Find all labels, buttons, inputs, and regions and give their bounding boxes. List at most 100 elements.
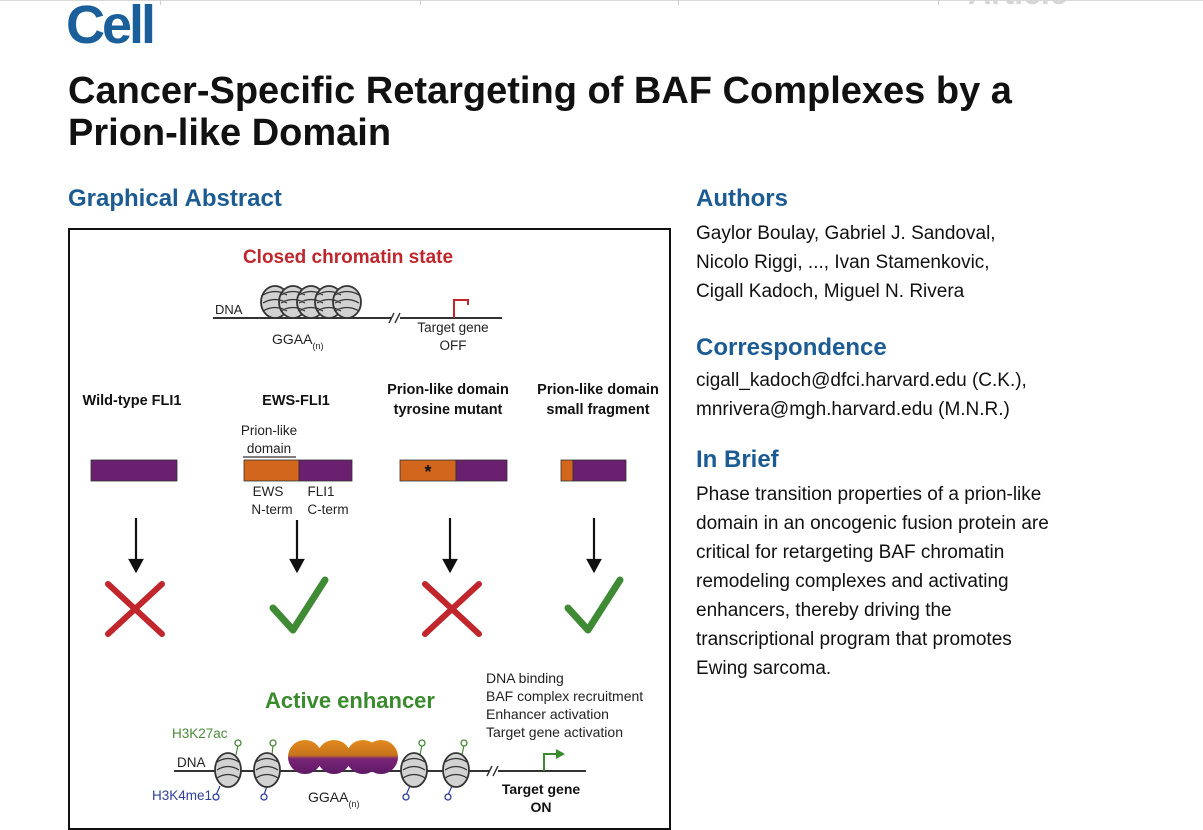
target-gene-off-label: Target gene (417, 320, 488, 335)
crop-mark (678, 0, 679, 5)
arrowhead (442, 558, 458, 574)
dna-label-bottom: DNA (177, 755, 206, 770)
ggaa-label-top: GGAA(n) (272, 331, 323, 351)
h3k27ac-mark (460, 739, 468, 747)
in-brief-line: transcriptional program that promotes (696, 629, 1012, 650)
title-line-2: Prion-like Domain (68, 112, 392, 154)
closed-chromatin-title: Closed chromatin state (243, 247, 453, 268)
column-label-tyrosine-mutant: Prion-like domain (387, 382, 509, 398)
h3k4me1-mark (212, 793, 220, 801)
target-gene-on-arrow (543, 753, 558, 771)
dna-break-mark (492, 765, 499, 777)
mutant-fli1-bar (455, 459, 508, 482)
email-kadoch[interactable]: cigall_kadoch@dfci.harvard.edu (C.K.), (696, 370, 1027, 391)
arrowhead (289, 558, 305, 574)
ews-fli1-sphere (364, 740, 398, 774)
target-gene-on-arrowhead (556, 749, 565, 759)
small-fragment-fli1-bar (572, 459, 627, 482)
crop-mark (160, 0, 161, 5)
h3k4me1-label: H3K4me1 (152, 788, 212, 803)
column-label-tyrosine-mutant-line2: tyrosine mutant (394, 402, 503, 418)
effect-dna-binding: DNA binding (486, 670, 564, 686)
in-brief-line: domain in an oncogenic fusion protein ar… (696, 513, 1049, 534)
result-check-ews-fli1 (269, 576, 329, 634)
h3k4me1-mark (444, 793, 452, 801)
h3k27ac-mark (418, 739, 426, 747)
top-rule (0, 0, 1203, 1)
arrowhead (586, 558, 602, 574)
effect-enhancer-activation: Enhancer activation (486, 706, 609, 722)
ggaa-label-bottom: GGAA(n) (308, 789, 359, 809)
dna-break-mark (394, 312, 401, 324)
column-label-ews-fli1: EWS-FLI1 (262, 393, 330, 409)
nucleosome (442, 752, 470, 788)
authors-list: Gaylor Boulay, Gabriel J. Sandoval, Nico… (696, 219, 996, 306)
effect-target-gene-activation: Target gene activation (486, 724, 623, 740)
correspondence-heading: Correspondence (696, 334, 887, 361)
ews-ntermbar (243, 459, 300, 482)
target-gene-off-arrow (453, 299, 469, 318)
in-brief-line: remodeling complexes and activating (696, 571, 1009, 592)
authors-line: Gaylor Boulay, Gabriel J. Sandoval, (696, 223, 996, 244)
dna-wrap (262, 290, 360, 312)
result-check-small-fragment (564, 576, 624, 634)
journal-logo: Cell (66, 0, 154, 50)
article-title: Cancer-Specific Retargeting of BAF Compl… (68, 70, 1148, 154)
nucleosome (253, 752, 281, 788)
in-brief-line: enhancers, thereby driving the (696, 600, 952, 621)
modified-nucleosomes (212, 739, 470, 801)
effect-baf-recruitment: BAF complex recruitment (486, 688, 643, 704)
fli1-ctermbar (298, 459, 353, 482)
h3k27ac-mark (234, 739, 242, 747)
crop-mark (938, 0, 939, 5)
in-brief-line: Ewing sarcoma. (696, 658, 832, 679)
target-gene-on-label: Target gene (502, 781, 581, 797)
prion-like-domain-label: Prion-like (241, 423, 297, 438)
small-fragment-prion-bar (560, 459, 574, 482)
target-gene-on-state: ON (531, 799, 552, 815)
in-brief-heading: In Brief (696, 446, 779, 473)
result-cross-wild-type (105, 581, 165, 637)
dna-break-mark (486, 765, 493, 777)
nucleosome (214, 752, 242, 788)
ews-fli1-sphere (317, 740, 351, 774)
column-label-wild-type: Wild-type FLI1 (83, 393, 182, 409)
arrowhead (128, 558, 144, 574)
in-brief-line: critical for retargeting BAF chromatin (696, 542, 1005, 563)
target-gene-off-state: OFF (440, 338, 467, 353)
graphical-abstract-heading: Graphical Abstract (68, 185, 282, 212)
column-label-small-fragment: Prion-like domain (537, 382, 659, 398)
graphical-abstract-figure: Closed chromatin state DNA GGAA(n) Targe… (68, 228, 671, 830)
ews-fli1-condensate (288, 740, 398, 774)
in-brief-text: Phase transition properties of a prion-l… (696, 480, 1049, 683)
active-enhancer-title: Active enhancer (265, 688, 435, 713)
authors-line: Cigall Kadoch, Miguel N. Rivera (696, 281, 965, 302)
email-rivera[interactable]: mnrivera@mgh.harvard.edu (M.N.R.) (696, 399, 1010, 420)
column-label-small-fragment-line2: small fragment (546, 402, 649, 418)
prion-like-domain-label-line2: domain (247, 441, 291, 456)
nucleosome-cluster-closed (260, 285, 362, 319)
h3k4me1-mark (402, 793, 410, 801)
in-brief-line: Phase transition properties of a prion-l… (696, 484, 1042, 505)
nterm-label: N-term (251, 502, 292, 517)
authors-heading: Authors (696, 185, 788, 212)
mutation-asterisk: * (424, 462, 431, 482)
correspondence-emails: cigall_kadoch@dfci.harvard.edu (C.K.), m… (696, 366, 1027, 424)
dna-label-top: DNA (215, 302, 243, 317)
graphical-abstract-diagram: Closed chromatin state DNA GGAA(n) Targe… (83, 247, 659, 815)
downward-arrows (128, 518, 602, 574)
ews-fli1-sphere (288, 740, 322, 774)
h3k27ac-label: H3K27ac (172, 726, 228, 741)
authors-line: Nicolo Riggi, ..., Ivan Stamenkovic, (696, 252, 990, 273)
crop-mark (420, 0, 421, 5)
nucleosome (400, 752, 428, 788)
title-line-1: Cancer-Specific Retargeting of BAF Compl… (68, 70, 1012, 112)
wild-type-fli1-bar (90, 459, 178, 482)
cterm-label: C-term (307, 502, 348, 517)
result-cross-tyrosine-mutant (422, 581, 482, 637)
article-type-label: Article (968, 0, 1068, 9)
ews-label: EWS (253, 484, 284, 499)
fli1-label: FLI1 (307, 484, 334, 499)
h3k4me1-mark (260, 793, 268, 801)
h3k27ac-mark (269, 739, 277, 747)
